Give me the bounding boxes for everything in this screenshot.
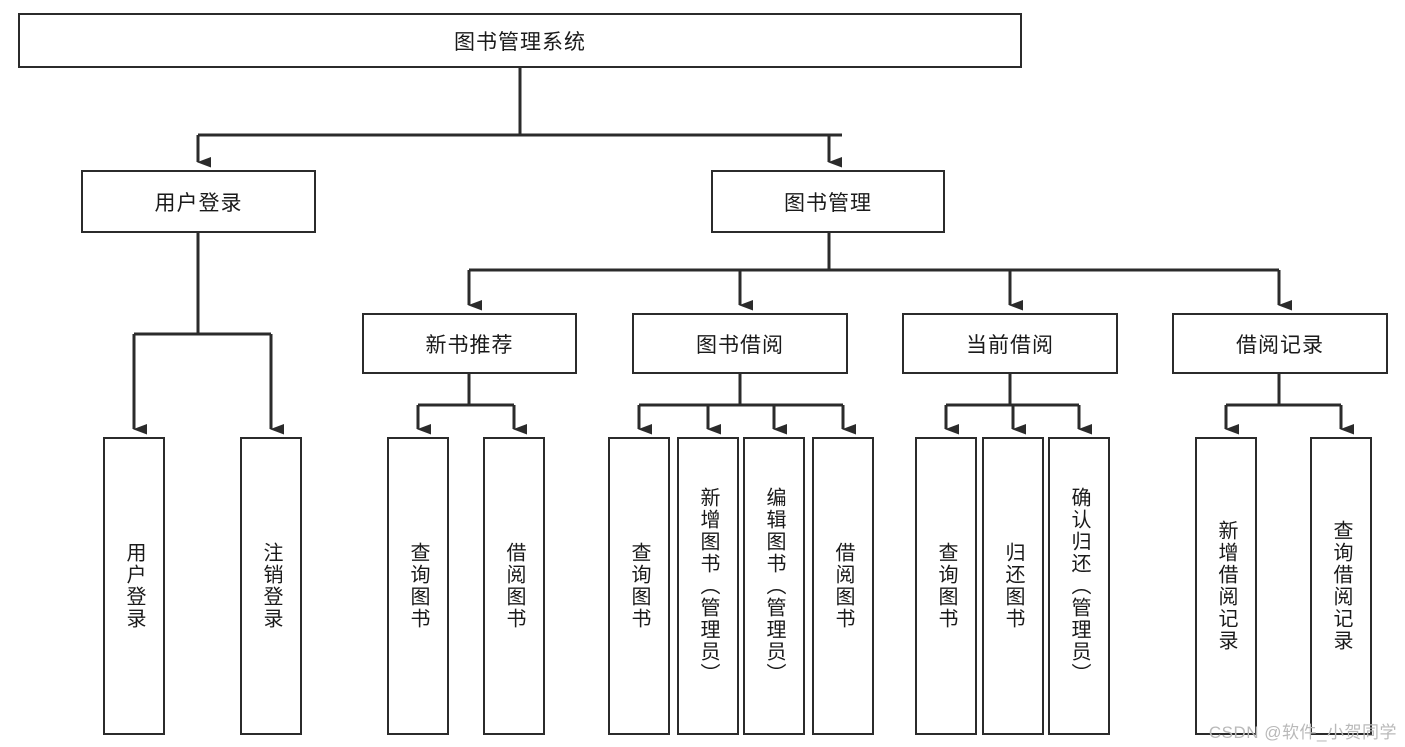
node-user-login[interactable]: 用户登录 bbox=[81, 170, 316, 233]
leaf-user-login[interactable]: 用户登录 bbox=[103, 437, 165, 735]
node-root-label: 图书管理系统 bbox=[454, 30, 586, 54]
leaf-confirm-return-admin[interactable]: 确认归还（管理员） bbox=[1048, 437, 1110, 735]
leaf-confirm-return-admin-label: 确认归还（管理员） bbox=[1068, 487, 1090, 685]
node-book-management[interactable]: 图书管理 bbox=[711, 170, 945, 233]
leaf-add-borrow-record[interactable]: 新增借阅记录 bbox=[1195, 437, 1257, 735]
node-book-management-label: 图书管理 bbox=[784, 191, 872, 215]
leaf-add-book-admin[interactable]: 新增图书（管理员） bbox=[677, 437, 739, 735]
leaf-user-logout-label: 注销登录 bbox=[260, 542, 282, 630]
leaf-borrow-book-newbook-label: 借阅图书 bbox=[503, 542, 525, 630]
node-new-book-recommend[interactable]: 新书推荐 bbox=[362, 313, 577, 374]
leaf-user-login-label: 用户登录 bbox=[123, 542, 145, 630]
leaf-query-book-current[interactable]: 查询图书 bbox=[915, 437, 977, 735]
node-new-book-recommend-label: 新书推荐 bbox=[425, 333, 514, 357]
node-borrow-record[interactable]: 借阅记录 bbox=[1172, 313, 1388, 374]
leaf-borrow-book-newbook[interactable]: 借阅图书 bbox=[483, 437, 545, 735]
leaf-return-book-label: 归还图书 bbox=[1002, 542, 1024, 630]
leaf-query-borrow-record[interactable]: 查询借阅记录 bbox=[1310, 437, 1372, 735]
leaf-query-borrow-record-label: 查询借阅记录 bbox=[1330, 520, 1352, 652]
leaf-borrow-book[interactable]: 借阅图书 bbox=[812, 437, 874, 735]
node-book-borrow-label: 图书借阅 bbox=[696, 333, 784, 357]
leaf-borrow-book-label: 借阅图书 bbox=[832, 542, 854, 630]
leaf-return-book[interactable]: 归还图书 bbox=[982, 437, 1044, 735]
node-user-login-label: 用户登录 bbox=[154, 191, 243, 215]
leaf-query-book-borrow-label: 查询图书 bbox=[628, 542, 650, 630]
leaf-edit-book-admin[interactable]: 编辑图书（管理员） bbox=[743, 437, 805, 735]
node-borrow-record-label: 借阅记录 bbox=[1236, 333, 1324, 357]
leaf-add-book-admin-label: 新增图书（管理员） bbox=[697, 487, 719, 685]
node-root[interactable]: 图书管理系统 bbox=[18, 13, 1022, 68]
leaf-query-book-newbook-label: 查询图书 bbox=[407, 542, 429, 630]
leaf-user-logout[interactable]: 注销登录 bbox=[240, 437, 302, 735]
leaf-query-book-newbook[interactable]: 查询图书 bbox=[387, 437, 449, 735]
leaf-query-book-borrow[interactable]: 查询图书 bbox=[608, 437, 670, 735]
node-current-borrow[interactable]: 当前借阅 bbox=[902, 313, 1118, 374]
node-book-borrow[interactable]: 图书借阅 bbox=[632, 313, 848, 374]
leaf-query-book-current-label: 查询图书 bbox=[935, 542, 957, 630]
leaf-add-borrow-record-label: 新增借阅记录 bbox=[1215, 520, 1237, 652]
node-current-borrow-label: 当前借阅 bbox=[966, 333, 1054, 357]
leaf-edit-book-admin-label: 编辑图书（管理员） bbox=[763, 487, 785, 685]
